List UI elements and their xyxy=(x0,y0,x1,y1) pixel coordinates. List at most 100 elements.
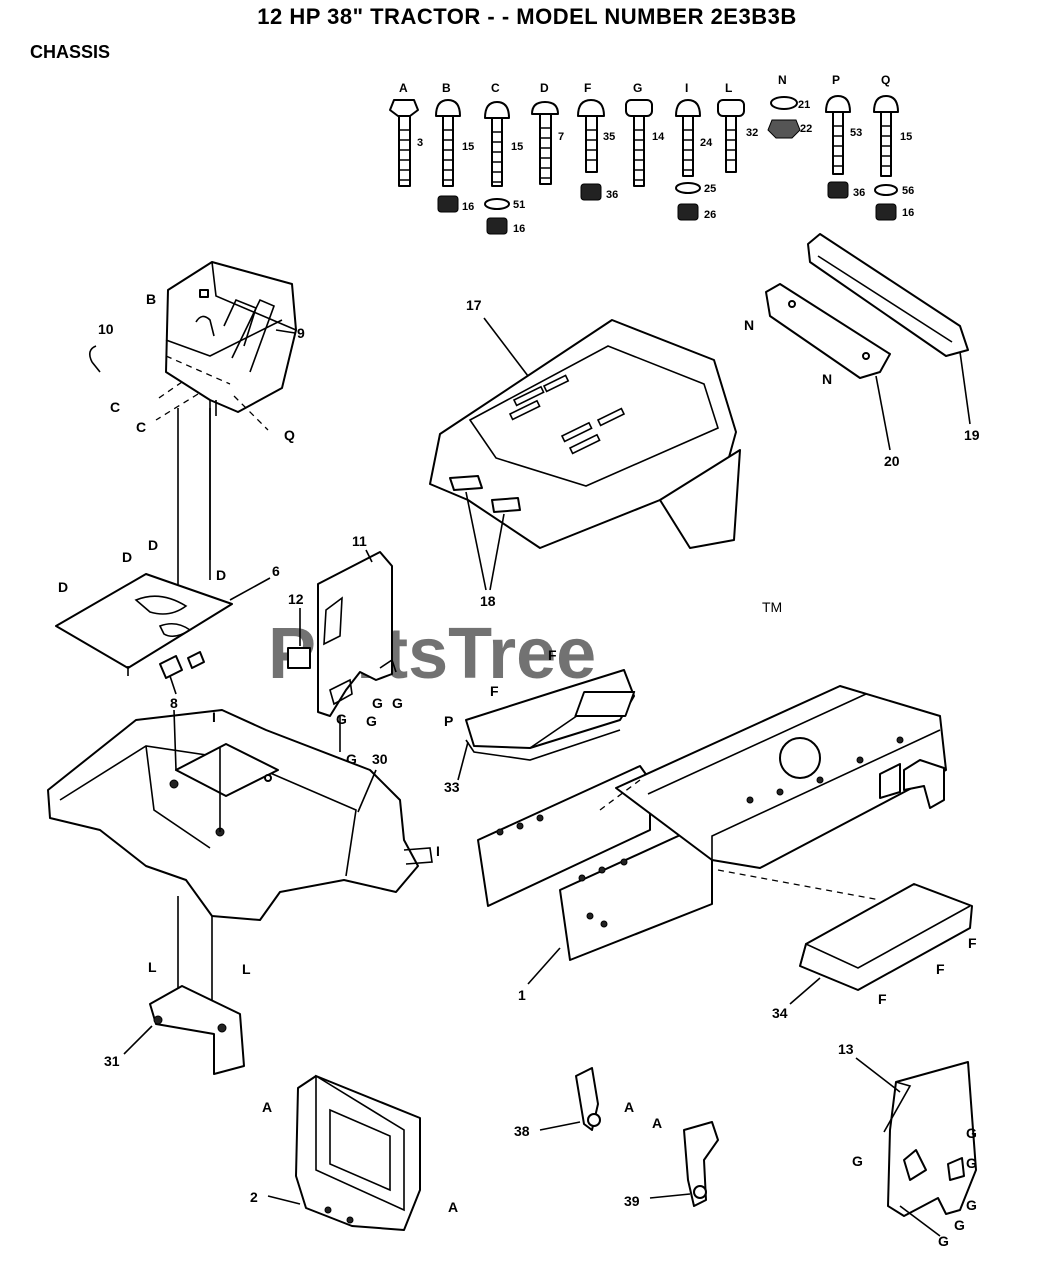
callout-g-7: G xyxy=(966,1155,977,1171)
part-number-9: 9 xyxy=(297,325,305,341)
hardware-bolt-g: G 14 xyxy=(625,81,665,187)
hardware-bolt-i: I 24 25 26 xyxy=(675,81,716,221)
hardware-number-i-washer: 25 xyxy=(704,183,716,195)
callout-q: Q xyxy=(284,427,295,443)
part-number-38: 38 xyxy=(514,1123,530,1139)
hardware-bolt-c: C 15 51 16 xyxy=(484,81,525,235)
callout-g-3: G xyxy=(372,695,383,711)
callout-g-10: G xyxy=(954,1217,965,1233)
hardware-letter-n: N xyxy=(778,73,787,87)
hardware-number-c-nut: 16 xyxy=(513,223,525,235)
callout-d-3: D xyxy=(148,537,158,553)
part-number-34: 34 xyxy=(772,1005,788,1021)
hardware-number-c-washer: 51 xyxy=(513,199,525,211)
part-number-13: 13 xyxy=(838,1041,854,1057)
hardware-bolt-p: P 53 36 xyxy=(825,73,865,199)
hardware-number-l: 32 xyxy=(746,127,758,139)
hardware-number-p: 53 xyxy=(850,127,862,139)
callout-a-3: A xyxy=(624,1099,634,1115)
callout-n-1: N xyxy=(744,317,754,333)
hardware-number-p-nut: 36 xyxy=(853,187,865,199)
callout-l-2: L xyxy=(242,961,251,977)
hardware-row: A 3 B 15 16 C 15 51 16 xyxy=(389,73,914,235)
callout-d-2: D xyxy=(122,549,132,565)
callout-f-2: F xyxy=(490,683,499,699)
seat-support-33: F F P 33 xyxy=(444,647,635,795)
hardware-number-q: 15 xyxy=(900,131,912,143)
hardware-letter-d: D xyxy=(540,81,549,95)
callout-g-4: G xyxy=(392,695,403,711)
callout-d-4: D xyxy=(216,567,226,583)
hardware-bolt-q: Q 15 56 16 xyxy=(873,73,914,221)
callout-g-8: G xyxy=(852,1153,863,1169)
part-number-39: 39 xyxy=(624,1193,640,1209)
hardware-letter-q: Q xyxy=(881,73,890,87)
hardware-letter-a: A xyxy=(399,81,408,95)
floor-plate-6: D D D D 6 8 xyxy=(55,537,280,711)
hardware-number-a: 3 xyxy=(417,137,423,149)
bracket-38: A 38 xyxy=(514,1067,634,1139)
side-panel-11: 11 12 G G G G G xyxy=(287,533,403,767)
hardware-bolt-a: A 3 xyxy=(389,81,423,187)
callout-g-9: G xyxy=(966,1197,977,1213)
hardware-letter-l: L xyxy=(725,81,732,95)
hardware-letter-c: C xyxy=(491,81,500,95)
part-number-11: 11 xyxy=(352,533,367,549)
hardware-letter-i: I xyxy=(685,81,688,95)
callout-d-1: D xyxy=(58,579,68,595)
part-number-20: 20 xyxy=(884,453,900,469)
hardware-bolt-d: D 7 xyxy=(531,81,564,185)
hardware-number-f-nut: 36 xyxy=(606,189,618,201)
hardware-bolt-l: L 32 xyxy=(717,81,758,173)
dash-panel-9: 9 B C C Q xyxy=(110,261,305,585)
callout-a-4: A xyxy=(652,1115,662,1131)
hardware-number-b-nut: 16 xyxy=(462,201,474,213)
hardware-number-d: 7 xyxy=(558,131,564,143)
part-number-31: 31 xyxy=(104,1053,120,1069)
part-number-12: 12 xyxy=(288,591,304,607)
hardware-number-q-nut: 16 xyxy=(902,207,914,219)
callout-p: P xyxy=(444,713,453,729)
callout-l-1: L xyxy=(148,959,157,975)
callout-f-3: F xyxy=(968,935,977,951)
hardware-number-b: 15 xyxy=(462,141,474,153)
part-number-30: 30 xyxy=(372,751,388,767)
hardware-number-i-nut: 26 xyxy=(704,209,716,221)
callout-f-1: F xyxy=(548,647,557,663)
hood-17: 17 18 xyxy=(429,297,741,609)
callout-g-11: G xyxy=(938,1233,949,1249)
callout-f-4: F xyxy=(936,961,945,977)
part-number-18: 18 xyxy=(480,593,496,609)
callout-a-1: A xyxy=(262,1099,272,1115)
callout-a-2: A xyxy=(448,1199,458,1215)
bracket-39: A 39 xyxy=(624,1115,719,1209)
page-title: 12 HP 38" TRACTOR - - MODEL NUMBER 2E3B3… xyxy=(257,4,797,29)
hardware-bolt-b: B 15 16 xyxy=(435,81,474,213)
part-number-8: 8 xyxy=(170,695,178,711)
section-title: CHASSIS xyxy=(30,42,111,62)
hardware-number-c: 15 xyxy=(511,141,523,153)
hardware-number-i: 24 xyxy=(700,137,713,149)
part-number-10: 10 xyxy=(98,321,114,337)
watermark-tm: TM xyxy=(762,599,782,615)
callout-g-2: G xyxy=(366,713,377,729)
front-bracket-19-20: N N 19 20 xyxy=(744,233,980,469)
hardware-number-f: 35 xyxy=(603,131,615,143)
part-10-clip: 10 xyxy=(88,321,114,373)
frame-1: 1 xyxy=(477,685,947,1003)
callout-g-6: G xyxy=(966,1125,977,1141)
footrest-34: F F F 34 xyxy=(772,883,977,1021)
callout-n-2: N xyxy=(822,371,832,387)
part-number-17: 17 xyxy=(466,297,482,313)
side-panel-13: 13 G G G G G G xyxy=(838,1041,977,1249)
part-number-33: 33 xyxy=(444,779,460,795)
callout-g-5: G xyxy=(346,751,357,767)
part-number-6: 6 xyxy=(272,563,280,579)
hardware-number-n-nut: 22 xyxy=(800,123,812,135)
callout-f-5: F xyxy=(878,991,887,1007)
part-number-2: 2 xyxy=(250,1189,258,1205)
part-number-19: 19 xyxy=(964,427,980,443)
callout-i-2: I xyxy=(436,843,440,859)
part-number-1: 1 xyxy=(518,987,526,1003)
hardware-number-q-washer: 56 xyxy=(902,185,914,197)
